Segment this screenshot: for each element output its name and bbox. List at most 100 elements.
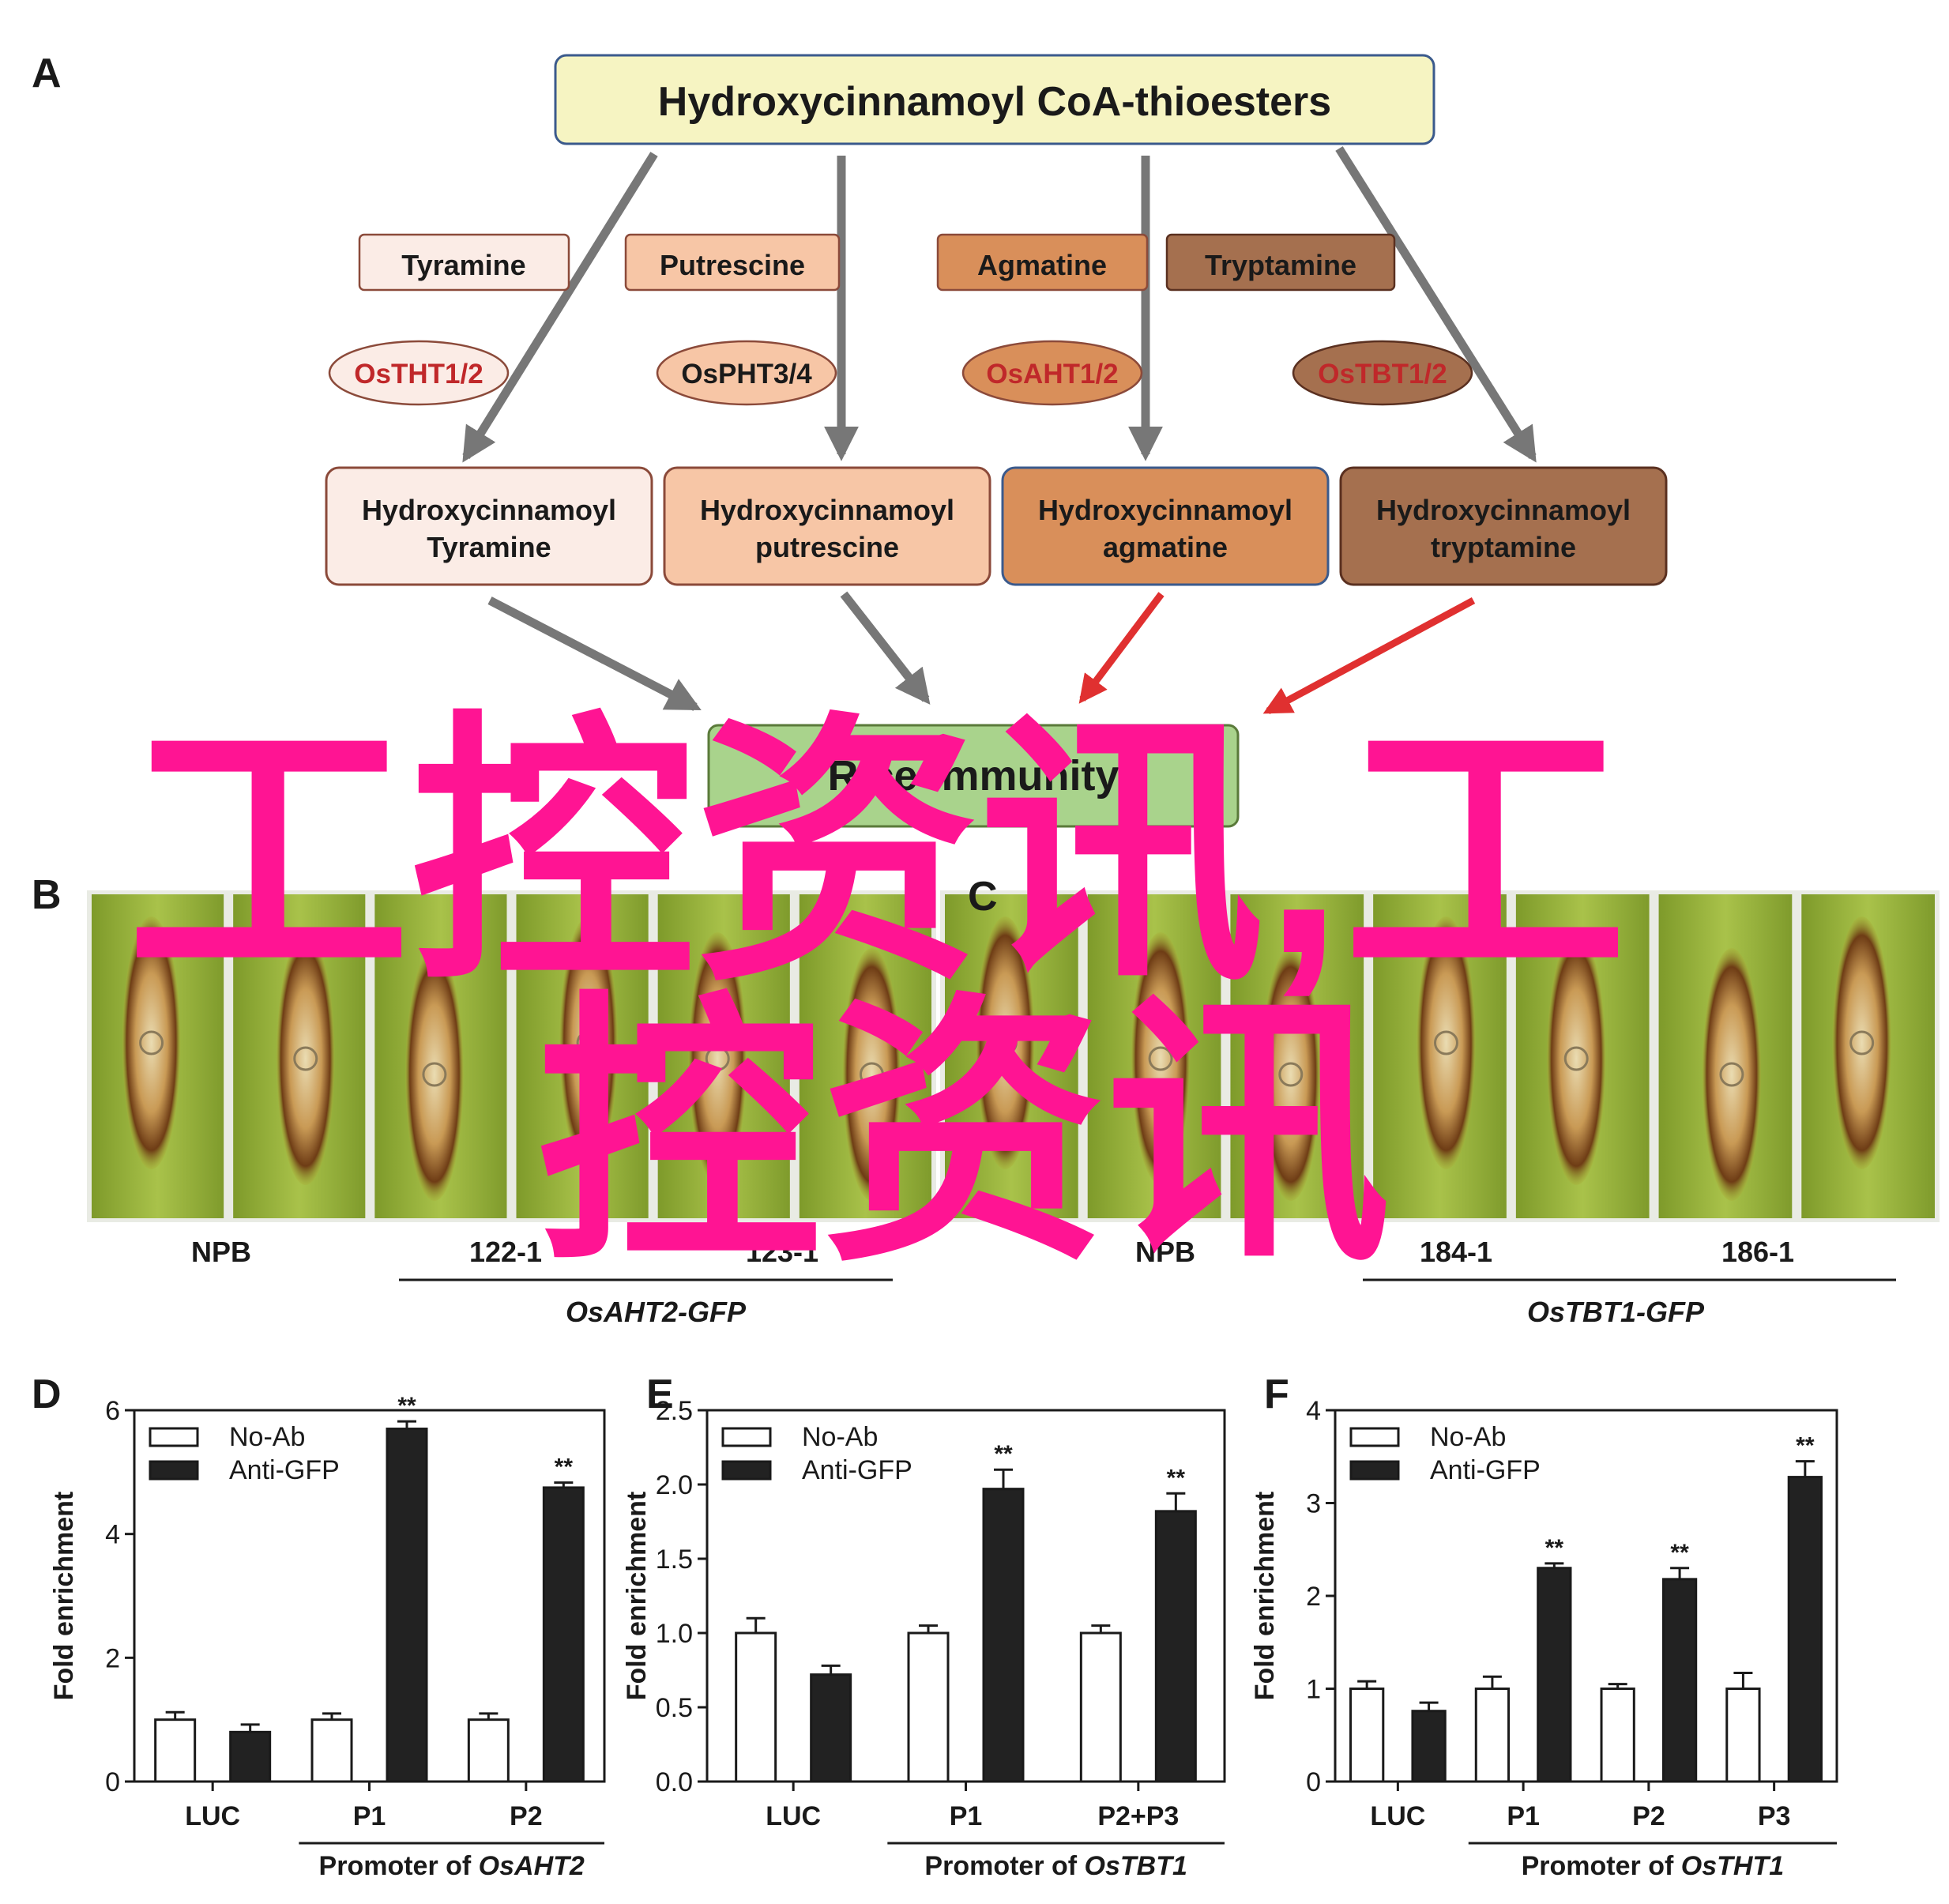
bar-no-ab (1725, 1688, 1761, 1783)
legend-label-anti-gfp: Anti-GFP (802, 1455, 912, 1485)
bar-anti-gfp (982, 1488, 1025, 1783)
significance-mark: ** (397, 1393, 416, 1419)
y-tick-label: 2 (105, 1643, 120, 1673)
group-label-c: OsTBT1-GFP (1527, 1296, 1705, 1328)
substrate-box-putrescine (624, 233, 841, 292)
panel-c-lesion (1131, 932, 1191, 1185)
leaf-photo-c (945, 894, 1935, 1218)
product-tryptamine-line1: Hydroxycinnamoyl (1376, 494, 1631, 526)
leaf-photo-b (92, 894, 931, 1218)
arrow-tyr-to-immunity (487, 596, 702, 711)
y-axis-label: Fold enrichment (622, 1492, 652, 1700)
panel-b-lesion-center (576, 1030, 601, 1055)
x-tick-label: P1 (353, 1801, 386, 1831)
leaf-label-c-184: 184-1 (1420, 1236, 1492, 1268)
legend-label-anti-gfp: Anti-GFP (1430, 1455, 1541, 1485)
substrate-box-tyramine (358, 233, 570, 292)
panel-letter: E (646, 1372, 674, 1417)
y-axis-label: Fold enrichment (49, 1492, 79, 1700)
enzyme-ellipse-ostht (328, 340, 510, 406)
product-box-agmatine (1001, 466, 1330, 586)
product-putrescine-line1: Hydroxycinnamoyl (700, 494, 954, 526)
leaf-label-c-npb: NPB (1135, 1236, 1195, 1268)
y-tick-label: 2.0 (656, 1470, 693, 1500)
bar-no-ab (735, 1631, 777, 1783)
panel-a-letter: A (32, 51, 62, 96)
x-tick-label: P2 (1632, 1801, 1665, 1831)
watermark-line1: 工控资讯,工 (126, 695, 1627, 1013)
y-tick-label: 0.0 (656, 1767, 693, 1797)
panel-c-lesion (1417, 916, 1476, 1169)
x-tick-label: P2+P3 (1097, 1801, 1179, 1831)
arrow-try-to-immunity (1262, 597, 1476, 714)
leaf-label-b-npb: NPB (191, 1236, 251, 1268)
leaf-label-c-186: 186-1 (1721, 1236, 1794, 1268)
promoter-prefix: Promoter of (1522, 1851, 1681, 1881)
legend-swatch-no-ab (149, 1427, 199, 1447)
bar-anti-gfp (1661, 1578, 1698, 1783)
panel-a: A Hydroxycinnamoyl CoA-thioesters Tyrami… (32, 51, 1668, 828)
x-tick-label: LUC (185, 1801, 240, 1831)
bar-anti-gfp (1411, 1710, 1447, 1783)
panel-c-lesion (1261, 948, 1320, 1201)
y-tick-label: 4 (105, 1520, 120, 1550)
product-box-tyramine (325, 466, 653, 586)
y-tick-label: 3 (1306, 1489, 1321, 1519)
watermark-line2: 控资讯 (537, 976, 1390, 1293)
panel-c-lesion-center (1434, 1030, 1458, 1055)
product-box-tryptamine (1339, 466, 1668, 586)
panel-c-lesion (1702, 948, 1762, 1201)
arrow-agm-to-immunity (1078, 592, 1165, 704)
arrow-put-to-immunity (840, 591, 931, 705)
y-tick-label: 4 (1306, 1396, 1321, 1426)
panel-b: B NPB 122-1 123-1 OsAHT2-GFP (32, 872, 936, 1328)
x-tick-label: LUC (766, 1801, 821, 1831)
substrate-box-tryptamine (1165, 233, 1396, 292)
panel-c-letter: C (968, 874, 998, 920)
product-box-putrescine (663, 466, 991, 586)
leaf-photo-background-b (87, 890, 936, 1222)
promoter-prefix: Promoter of (924, 1851, 1084, 1881)
pathway-red-arrows (1078, 592, 1476, 714)
x-tick-label: P1 (950, 1801, 983, 1831)
substrate-label-tryptamine: Tryptamine (1205, 249, 1356, 281)
substrate-box-agmatine (936, 233, 1149, 292)
y-axis-label: Fold enrichment (1250, 1492, 1280, 1700)
bar-no-ab (1079, 1631, 1122, 1783)
bar-no-ab (907, 1631, 950, 1783)
plot-frame (133, 1409, 606, 1783)
group-label-b: OsAHT2-GFP (566, 1296, 747, 1328)
bar-anti-gfp (1154, 1510, 1197, 1783)
y-tick-label: 0 (105, 1767, 120, 1797)
plot-frame (705, 1409, 1226, 1783)
panel-b-lesion (405, 948, 464, 1201)
x-tick-label: P3 (1758, 1801, 1791, 1831)
y-tick-label: 1 (1306, 1675, 1321, 1705)
panel-b-lesion (122, 916, 181, 1169)
product-agmatine-line1: Hydroxycinnamoyl (1038, 494, 1292, 526)
bar-anti-gfp (1787, 1476, 1823, 1783)
panel-b-lesion (688, 932, 747, 1185)
panel-c-lesion-center (1563, 1046, 1589, 1071)
bar-anti-gfp (810, 1673, 852, 1783)
panel-b-lesion-center (139, 1030, 164, 1055)
bar-no-ab (310, 1718, 353, 1783)
legend-label-anti-gfp: Anti-GFP (229, 1455, 340, 1485)
panel-c-lesion (976, 916, 1035, 1169)
bar-no-ab (467, 1718, 510, 1783)
pathway-arrows (462, 146, 1537, 711)
coa-thioesters-box (554, 54, 1435, 145)
leaf-label-b-123: 123-1 (746, 1236, 818, 1268)
enzyme-label-ostbt: OsTBT1/2 (1318, 359, 1447, 389)
promoter-prefix: Promoter of (319, 1851, 479, 1881)
promoter-gene: OsTHT1 (1681, 1851, 1784, 1881)
panel-b-lesion-center (859, 1062, 884, 1087)
promoter-gene: OsTBT1 (1085, 1851, 1187, 1881)
y-tick-label: 2 (1306, 1582, 1321, 1612)
panel-c-lesion-center (992, 1030, 1018, 1055)
substrate-label-putrescine: Putrescine (660, 249, 805, 281)
